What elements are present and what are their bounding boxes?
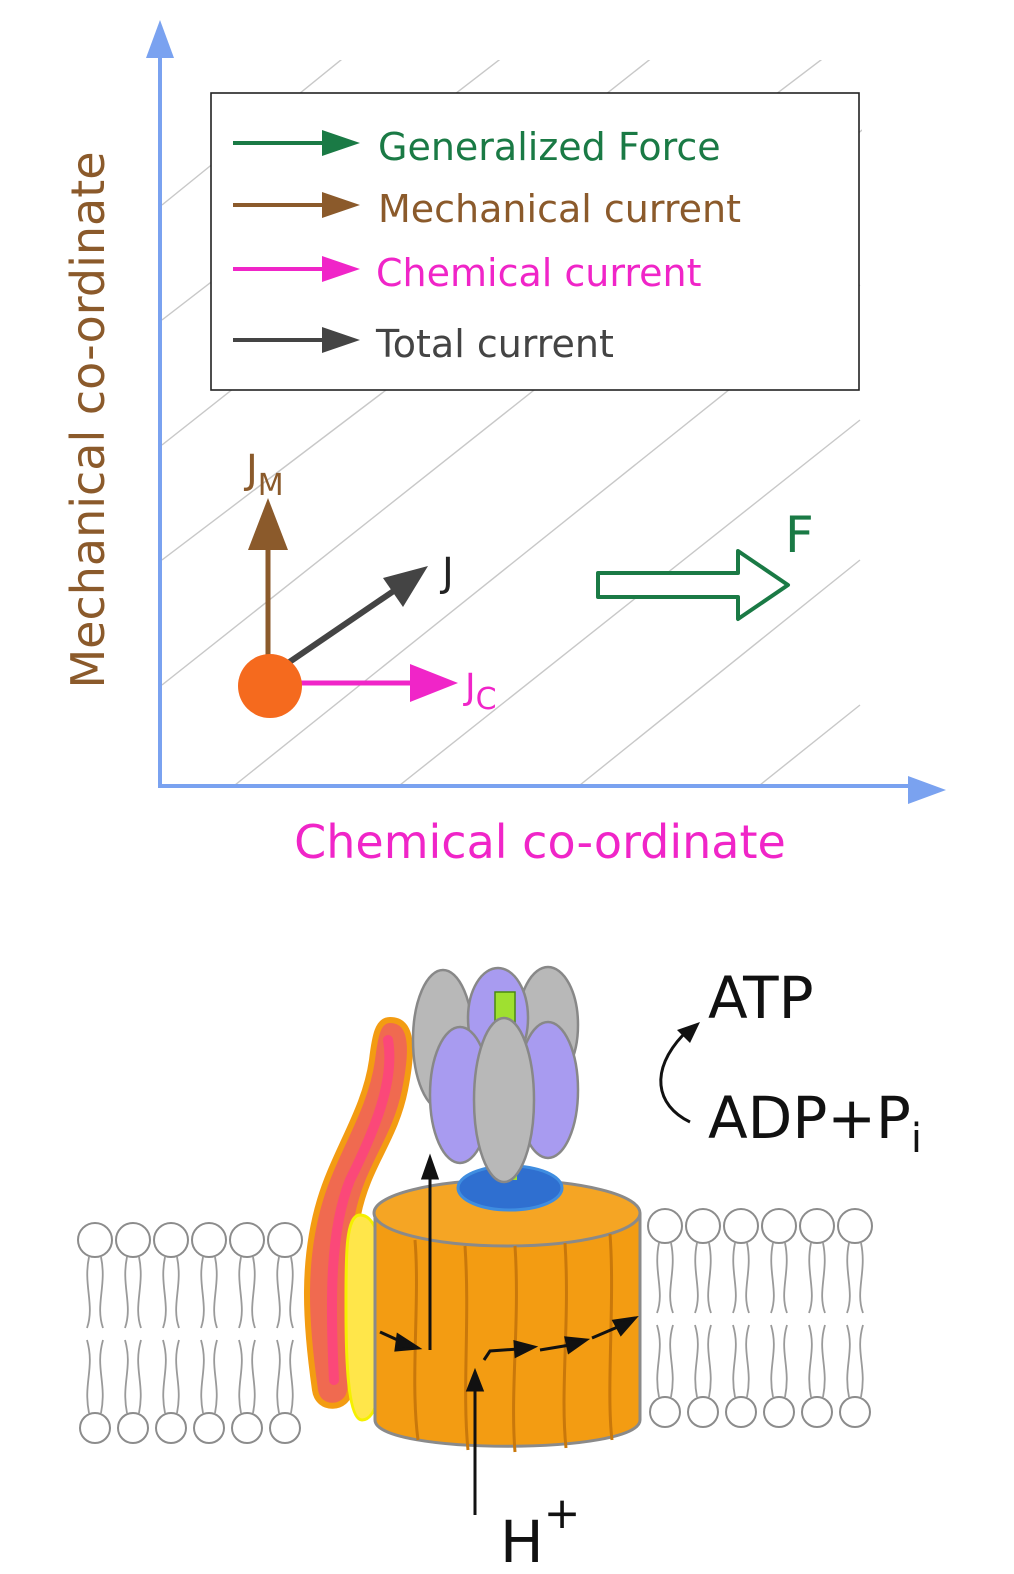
proton-path [379, 1153, 639, 1515]
peripheral-stalk [304, 1016, 413, 1409]
legend-arrow-icon [322, 256, 360, 282]
force-vector [596, 549, 790, 621]
y-axis [146, 20, 174, 788]
lipid-molecule [191, 1222, 227, 1444]
lipid-molecule [115, 1222, 151, 1444]
lipid-molecule [799, 1208, 835, 1428]
legend-label: Chemical current [376, 251, 701, 295]
lipid-molecule [229, 1222, 265, 1444]
lipid-molecule [685, 1208, 721, 1428]
legend: Generalized Force Mechanical current Che… [210, 92, 860, 391]
legend-label: Total current [375, 322, 614, 366]
chemical-current-vector [290, 664, 458, 702]
reaction-arrow [659, 1022, 700, 1124]
jc-label: JC [463, 667, 497, 717]
legend-arrow-icon [322, 130, 360, 156]
lipid-bilayer-left [77, 1222, 303, 1444]
state-point [238, 654, 302, 718]
lipid-molecule [647, 1208, 683, 1428]
y-axis-arrowhead [146, 20, 174, 58]
f1-head [411, 965, 580, 1184]
c-ring-rotor [372, 1178, 642, 1453]
x-axis-label: Chemical co-ordinate [294, 815, 786, 869]
legend-item-chemical-current: Chemical current [233, 251, 701, 295]
lipid-molecule [267, 1222, 303, 1444]
x-axis-arrowhead [908, 776, 946, 804]
lipid-molecule [153, 1222, 189, 1444]
lipid-molecule [837, 1208, 873, 1428]
adp-label: ADP+Pi [708, 1084, 922, 1162]
lipid-molecule [761, 1208, 797, 1428]
legend-arrow-icon [322, 327, 360, 353]
lipid-bilayer-right [647, 1208, 873, 1428]
j-label: J [439, 550, 454, 596]
lipid-molecule [77, 1222, 113, 1444]
legend-label: Mechanical current [378, 187, 741, 231]
legend-arrow-icon [322, 192, 360, 218]
legend-item-mechanical-current: Mechanical current [233, 187, 741, 231]
lipid-molecule [723, 1208, 759, 1428]
jm-label: JM [243, 447, 284, 503]
legend-label: Generalized Force [378, 125, 721, 169]
legend-item-generalized-force: Generalized Force [233, 125, 721, 169]
atp-label: ATP [708, 964, 814, 1032]
proton-label: H+ [500, 1488, 581, 1574]
y-axis-label: Mechanical co-ordinate [61, 151, 115, 688]
legend-item-total-current: Total current [233, 322, 614, 366]
f-label: F [785, 506, 814, 564]
total-current-vector [286, 566, 428, 666]
x-axis [158, 776, 946, 804]
